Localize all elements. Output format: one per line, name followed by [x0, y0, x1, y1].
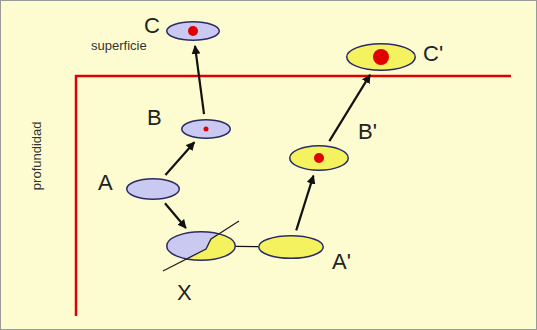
mineral-dot: [373, 49, 389, 65]
rock-ellipse: B: [181, 119, 231, 139]
stage-letter: A: [98, 172, 113, 194]
rock-ellipse: B': [289, 145, 349, 171]
ellipse-shape: [181, 119, 231, 139]
ellipse-shape: [258, 235, 324, 259]
ellipse-shape: [166, 231, 236, 261]
stage-letter: C: [144, 15, 160, 37]
ellipse-shape: [289, 145, 349, 171]
ellipse-shape: [166, 21, 220, 41]
path-arrow: [296, 176, 313, 231]
mineral-dot: [204, 127, 209, 132]
depth-axes: [76, 76, 511, 316]
stage-letter: B': [358, 121, 377, 143]
path-arrow: [195, 46, 204, 114]
rock-ellipse: C: [166, 21, 220, 41]
mineral-dot: [188, 26, 198, 36]
rock-ellipse: A': [258, 235, 324, 259]
path-arrow: [165, 203, 186, 228]
rock-ellipse: C': [346, 43, 416, 71]
mineral-dot: [314, 153, 324, 163]
rock-ellipse: X: [166, 231, 236, 261]
link-line: [236, 246, 258, 248]
stage-letter: A': [332, 251, 351, 273]
surface-label: superficie: [91, 38, 147, 54]
stage-letter: X: [177, 282, 192, 304]
stage-letter: C': [423, 43, 443, 65]
fault-line: [163, 221, 239, 271]
rock-ellipse: A: [126, 178, 180, 200]
path-arrow: [165, 142, 194, 175]
depth-axis-label: profundidad: [28, 122, 44, 191]
ellipse-shape: [346, 43, 416, 71]
stage-letter: B: [147, 107, 162, 129]
ellipse-shape: [126, 178, 180, 200]
